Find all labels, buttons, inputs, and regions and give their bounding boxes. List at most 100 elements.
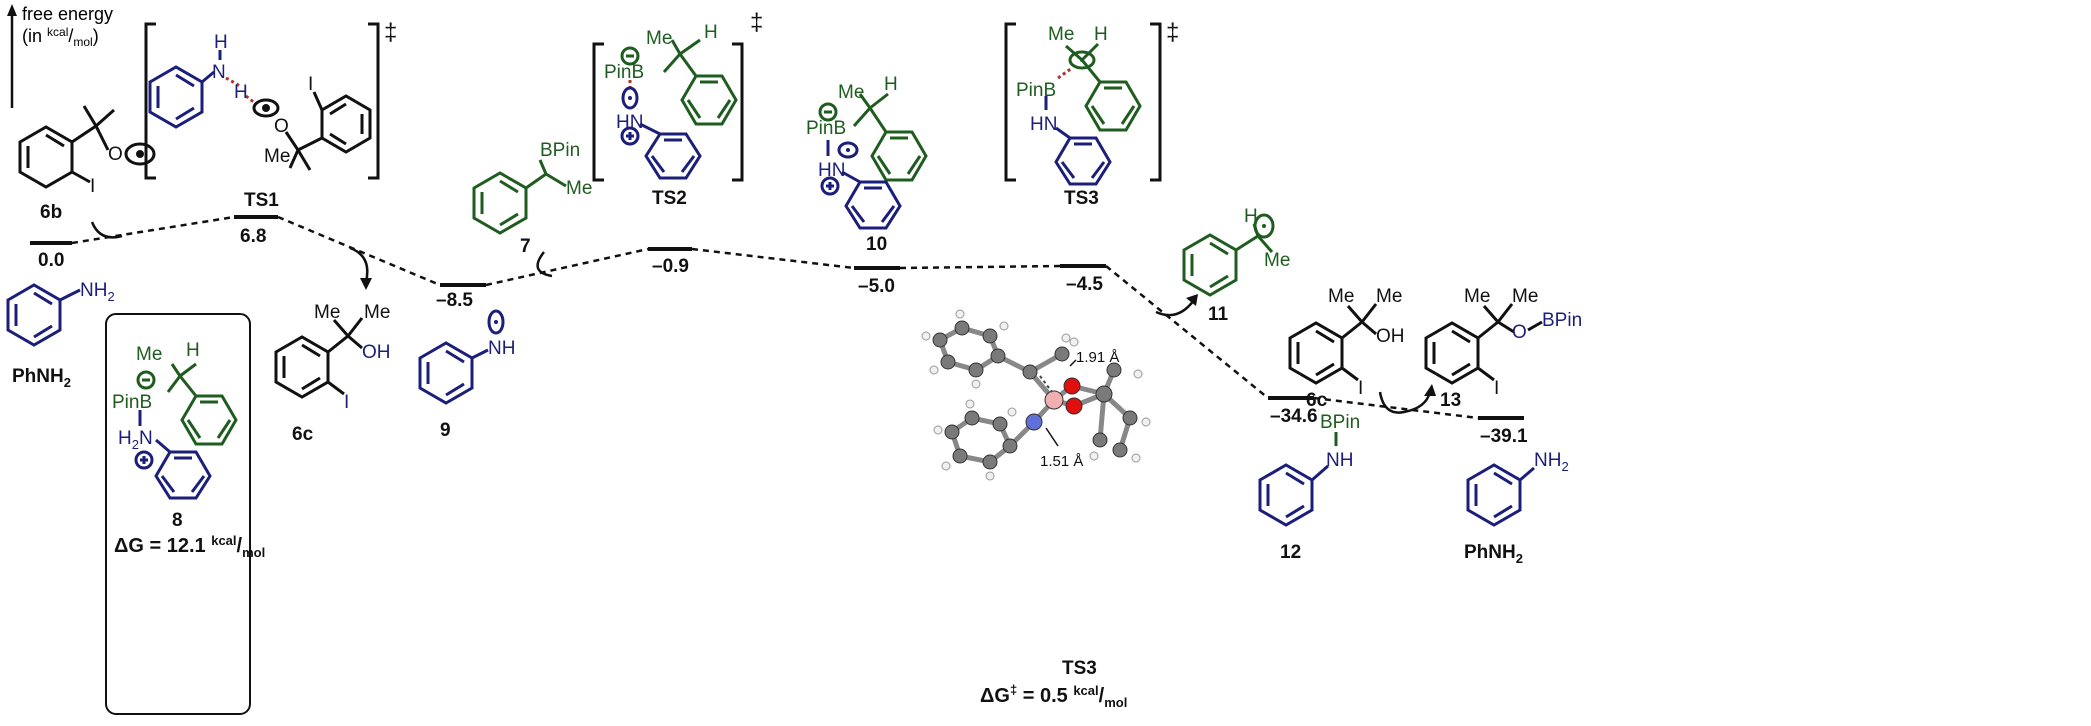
atom-h: H [186, 340, 200, 361]
atom-h: H [884, 74, 898, 95]
atom-o: O [274, 116, 289, 137]
atom-i: I [1494, 378, 1499, 399]
atom-h: H [214, 32, 228, 53]
label-6b: 6b [40, 202, 62, 223]
arrow-11-out [1155, 299, 1196, 317]
atom-h: H [234, 82, 248, 103]
molecule-11 [1182, 213, 1275, 297]
energy-ts2: –0.9 [652, 256, 689, 277]
atom-oh: OH [362, 342, 391, 363]
distance-1: 1.91 Å [1076, 349, 1119, 366]
atom-me: Me [136, 344, 162, 365]
label-7: 7 [520, 236, 531, 257]
atom-h: H [1094, 24, 1108, 45]
energy-int10: –5.0 [858, 276, 895, 297]
label-12: 12 [1280, 542, 1301, 563]
atom-hn: HN [1030, 114, 1057, 135]
molecule-6c-right [1288, 303, 1378, 385]
atom-nh: NH [488, 338, 515, 359]
atom-me: Me [364, 302, 390, 323]
label-ts3-top: TS3 [1064, 188, 1099, 209]
energy-ts1: 6.8 [240, 226, 266, 247]
atom-me: Me [1048, 24, 1074, 45]
atom-me: Me [566, 178, 592, 199]
atom-pinb: PinB [806, 118, 846, 139]
level-connectors [71, 215, 1479, 420]
label-ts3-bottom: TS3 [1062, 658, 1097, 679]
molecule-7 [472, 159, 567, 235]
energy-start: 0.0 [38, 250, 64, 271]
label-8: 8 [172, 510, 183, 531]
label-10: 10 [866, 234, 887, 255]
arrow-7-in [536, 251, 553, 278]
label-ts1: TS1 [244, 190, 279, 211]
arrow-6b-in [90, 221, 123, 239]
atom-h: H [704, 22, 718, 43]
atom-bpin: BPin [1542, 310, 1582, 331]
molecule-6c-middle [274, 317, 364, 399]
molecule-phnh2-right [1466, 463, 1535, 527]
box8-dg: ΔG = 12.1 kcal/mol [114, 533, 265, 560]
axis-label-line1: free energy [22, 4, 113, 24]
atom-h: H [1244, 206, 1258, 227]
atom-i: I [90, 176, 95, 197]
energy-values: 0.0 6.8 –8.5 –0.9 –5.0 –4.5 –34.6 –39.1 [38, 226, 1528, 447]
label-6c-b: 6c [1306, 390, 1328, 411]
energy-end: –39.1 [1480, 426, 1528, 447]
atom-me: Me [838, 82, 864, 103]
dagger-ts2: ‡ [750, 9, 763, 36]
atom-me: Me [1264, 250, 1290, 271]
atom-me: Me [646, 28, 672, 49]
energy-ts3: –4.5 [1066, 274, 1103, 295]
label-phnh2-right: PhNH2 [1464, 542, 1523, 566]
atom-pinb: PinB [1016, 80, 1056, 101]
atom-me: Me [1376, 286, 1402, 307]
atom-hn: HN [818, 160, 845, 181]
ts3-bracket [1004, 22, 1162, 186]
label-13: 13 [1440, 390, 1461, 411]
arrow-13-out [1378, 391, 1432, 414]
molecule-13 [1424, 303, 1543, 385]
atom-i: I [344, 392, 349, 413]
label-phnh2-left: PhNH2 [12, 366, 71, 390]
atom-i: I [1358, 378, 1363, 399]
atom-h2n: H2N [118, 428, 153, 452]
atom-me: Me [264, 146, 290, 167]
atom-me: Me [1328, 286, 1354, 307]
dagger-ts3: ‡ [1166, 19, 1179, 46]
atom-bpin: BPin [540, 140, 580, 161]
label-6c-a: 6c [292, 424, 314, 445]
curved-arrows [90, 221, 1436, 414]
energy-axis: free energy (in kcal/mol) [7, 4, 113, 108]
dagger-ts1: ‡ [384, 19, 397, 46]
atom-nh2: NH2 [1534, 450, 1569, 474]
ts2-bracket [592, 38, 744, 182]
atom-nh2: NH2 [80, 280, 115, 304]
label-9: 9 [440, 420, 451, 441]
box-8: Me H PinB H2N 8 ΔG = 12.1 kcal/mol [105, 313, 265, 715]
molecule-6b [18, 105, 156, 189]
atom-pinb: PinB [112, 392, 152, 413]
atom-n: N [212, 62, 226, 83]
molecule-12 [1258, 432, 1338, 527]
ts3-3d-model: 1.91 Å 1.51 Å TS3 ΔG‡ = 0.5 kcal/mol [921, 309, 1151, 710]
atom-o: O [1512, 322, 1527, 343]
atom-me: Me [1464, 286, 1490, 307]
atom-pinb: PinB [604, 62, 644, 83]
label-ts2: TS2 [652, 188, 687, 209]
arrow-6c-out [349, 246, 369, 283]
molecule-9 [418, 309, 505, 405]
molecule-10 [818, 92, 928, 230]
energy-levels [30, 215, 1524, 420]
atom-oh: OH [1376, 326, 1405, 347]
energy-int12: –34.6 [1270, 406, 1318, 427]
ts1-bracket [144, 22, 380, 180]
axis-label-line2: (in kcal/mol) [22, 25, 99, 49]
atom-o: O [108, 144, 123, 165]
atom-bpin: BPin [1320, 412, 1360, 433]
energy-int9: –8.5 [436, 290, 473, 311]
atom-me: Me [314, 302, 340, 323]
atom-nh: NH [1326, 450, 1353, 471]
molecule-phnh2-left [6, 283, 81, 347]
